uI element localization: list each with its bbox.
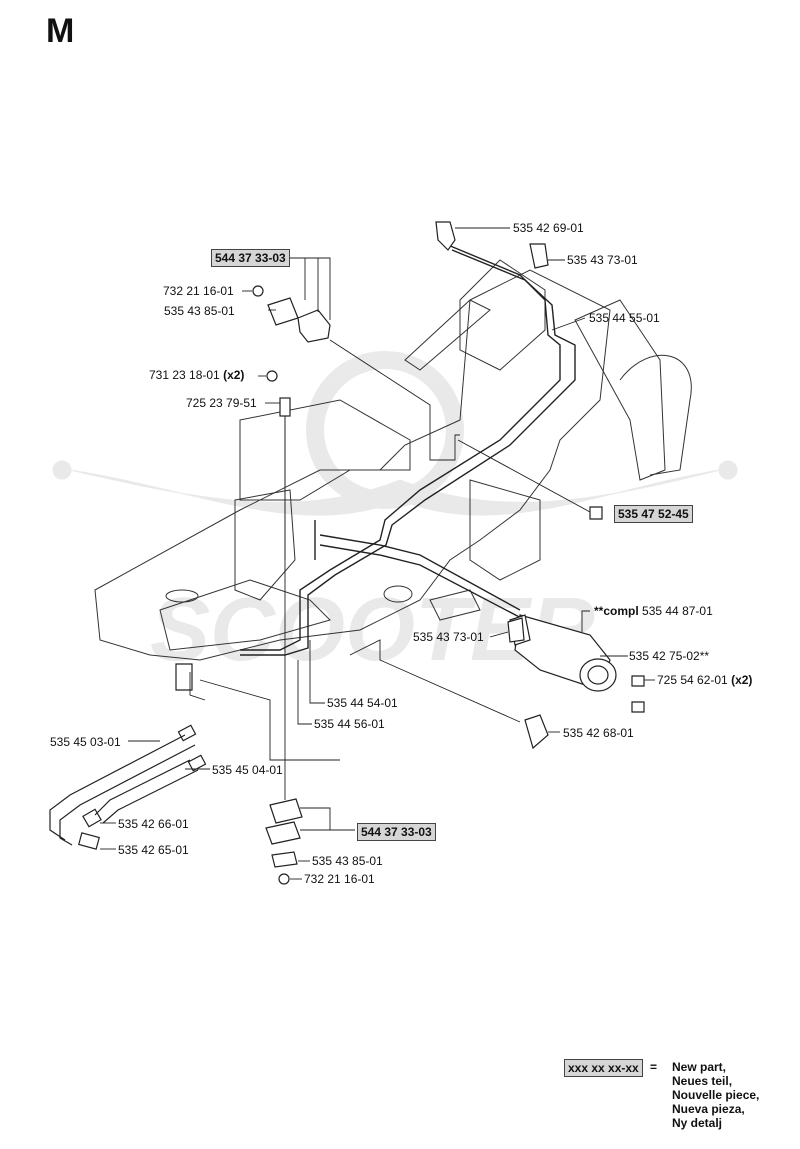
label-535448701: **compl 535 44 87-01 (594, 604, 713, 618)
leader-lines (100, 227, 655, 880)
new-part-kit-bottom: 544 37 33-03 (357, 823, 436, 841)
legend-code: xxx xx xx-xx (564, 1059, 643, 1077)
legend-text: New part, Neues teil, Nouvelle piece, Nu… (672, 1060, 759, 1130)
label-535448701-number: 535 44 87-01 (642, 604, 713, 618)
label-731231801-number: 731 23 18-01 (149, 368, 220, 382)
label-725546201: 725 54 62-01 (x2) (657, 673, 752, 687)
label-535426601: 535 42 66-01 (118, 817, 189, 831)
new-part-bolt: 535 47 52-45 (614, 505, 693, 523)
label-725546201-number: 725 54 62-01 (657, 673, 728, 687)
label-535427502: 535 42 75-02** (629, 649, 710, 663)
label-535450301: 535 45 03-01 (50, 735, 121, 749)
label-535437301-mid: 535 43 73-01 (413, 630, 484, 644)
label-535426901: 535 42 69-01 (513, 221, 584, 235)
label-535445401: 535 44 54-01 (327, 696, 398, 710)
legend-equals: = (650, 1060, 658, 1074)
label-731231801-qty: (x2) (223, 368, 245, 382)
label-compl-prefix: **compl (594, 604, 639, 618)
label-725546201-qty: (x2) (731, 673, 753, 687)
legend-line: New part, (672, 1060, 727, 1074)
label-732211601-bot: 732 21 16-01 (304, 872, 375, 886)
hoses (49, 724, 207, 850)
label-535426501: 535 42 65-01 (118, 843, 189, 857)
label-535445501: 535 44 55-01 (589, 311, 660, 325)
fittings (175, 221, 645, 885)
hydraulic-pipes (240, 244, 576, 656)
label-535445601: 535 44 56-01 (314, 717, 385, 731)
label-725237951: 725 23 79-51 (186, 396, 257, 410)
label-731231801: 731 23 18-01 (x2) (149, 368, 244, 382)
legend-line: Ny detalj (672, 1116, 723, 1130)
legend-line: Nouvelle piece, (672, 1088, 760, 1102)
section-letter: M (46, 12, 75, 50)
label-535438501-top: 535 43 85-01 (164, 304, 235, 318)
label-535426801: 535 42 68-01 (563, 726, 634, 740)
label-535438501-bot: 535 43 85-01 (312, 854, 383, 868)
label-732211601-top: 732 21 16-01 (163, 284, 234, 298)
legend-line: Neues teil, (672, 1074, 733, 1088)
new-part-kit-top: 544 37 33-03 (211, 249, 290, 267)
legend-line: Nueva pieza, (672, 1102, 745, 1116)
label-535450401: 535 45 04-01 (212, 763, 283, 777)
label-535437301-top: 535 43 73-01 (567, 253, 638, 267)
